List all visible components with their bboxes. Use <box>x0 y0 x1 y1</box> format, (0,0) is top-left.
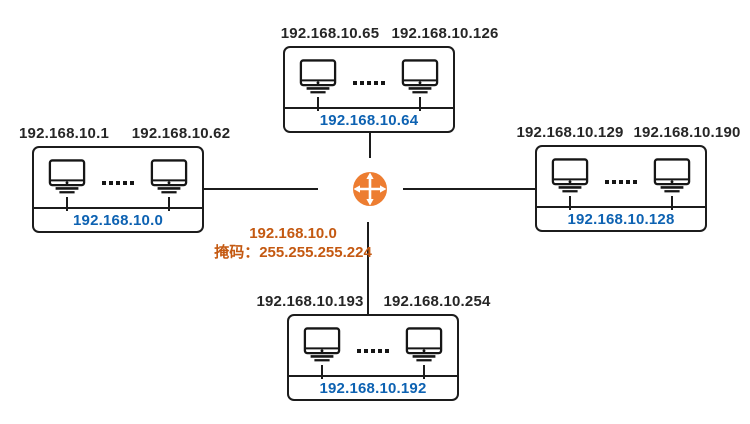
network-address: 192.168.10.64 <box>319 111 419 129</box>
host-range-start: 192.168.10.1 <box>19 125 109 142</box>
network-address-bar: 192.168.10.128 <box>537 206 705 230</box>
monitor-icon <box>405 327 443 379</box>
link-left-subnet <box>204 187 318 190</box>
ellipsis-dots-icon <box>353 81 385 85</box>
link-right-subnet <box>403 187 535 190</box>
link-bottom-subnet <box>366 222 369 314</box>
router-crossroads-icon <box>352 171 388 207</box>
ellipsis-dots-icon <box>357 349 389 353</box>
subnet-group-left: 192.168.10.1 192.168.10.62 192.168.10.0 <box>19 125 230 233</box>
ellipsis-dots-icon <box>102 181 134 185</box>
network-address-bar: 192.168.10.64 <box>285 107 453 131</box>
link-top-subnet <box>368 133 371 158</box>
host-link-line <box>422 365 426 379</box>
network-address: 192.168.10.0 <box>73 211 163 229</box>
monitor-icon <box>48 159 86 211</box>
subnet-box: 192.168.10.128 <box>535 145 707 232</box>
summary-network-address: 192.168.10.0 <box>249 225 337 242</box>
network-address: 192.168.10.192 <box>319 379 427 397</box>
network-address-bar: 192.168.10.0 <box>34 207 202 231</box>
host-range-start: 192.168.10.129 <box>516 124 624 141</box>
host-range-start: 192.168.10.65 <box>280 25 380 42</box>
router-summary: 192.168.10.0 掩码：255.255.255.224 <box>183 224 403 262</box>
host-range-end: 192.168.10.62 <box>131 125 231 142</box>
host-link-line <box>418 97 422 111</box>
host-link-line <box>65 197 69 211</box>
host-range-start: 192.168.10.193 <box>256 293 364 310</box>
subnet-box: 192.168.10.0 <box>32 146 204 233</box>
network-address-bar: 192.168.10.192 <box>289 375 457 399</box>
monitor-icon <box>303 327 341 379</box>
summary-subnet-mask: 掩码：255.255.255.224 <box>214 244 372 261</box>
monitor-icon <box>299 59 337 111</box>
host-range-end: 192.168.10.254 <box>383 293 491 310</box>
host-link-line <box>568 196 572 210</box>
monitor-icon <box>401 59 439 111</box>
subnet-group-bottom: 192.168.10.193 192.168.10.254 192.168.10… <box>256 293 490 401</box>
ellipsis-dots-icon <box>605 180 637 184</box>
host-range-end: 192.168.10.126 <box>391 25 499 42</box>
subnet-box: 192.168.10.64 <box>283 46 455 133</box>
host-link-line <box>670 196 674 210</box>
subnet-group-top: 192.168.10.65 192.168.10.126 192.168.10.… <box>281 25 498 133</box>
monitor-icon <box>150 159 188 211</box>
network-address: 192.168.10.128 <box>567 210 675 228</box>
monitor-icon <box>653 158 691 210</box>
monitor-icon <box>551 158 589 210</box>
host-link-line <box>167 197 171 211</box>
host-link-line <box>320 365 324 379</box>
host-range-end: 192.168.10.190 <box>633 124 741 141</box>
host-link-line <box>316 97 320 111</box>
subnet-group-right: 192.168.10.129 192.168.10.190 192.168.10… <box>516 124 740 232</box>
subnet-box: 192.168.10.192 <box>287 314 459 401</box>
